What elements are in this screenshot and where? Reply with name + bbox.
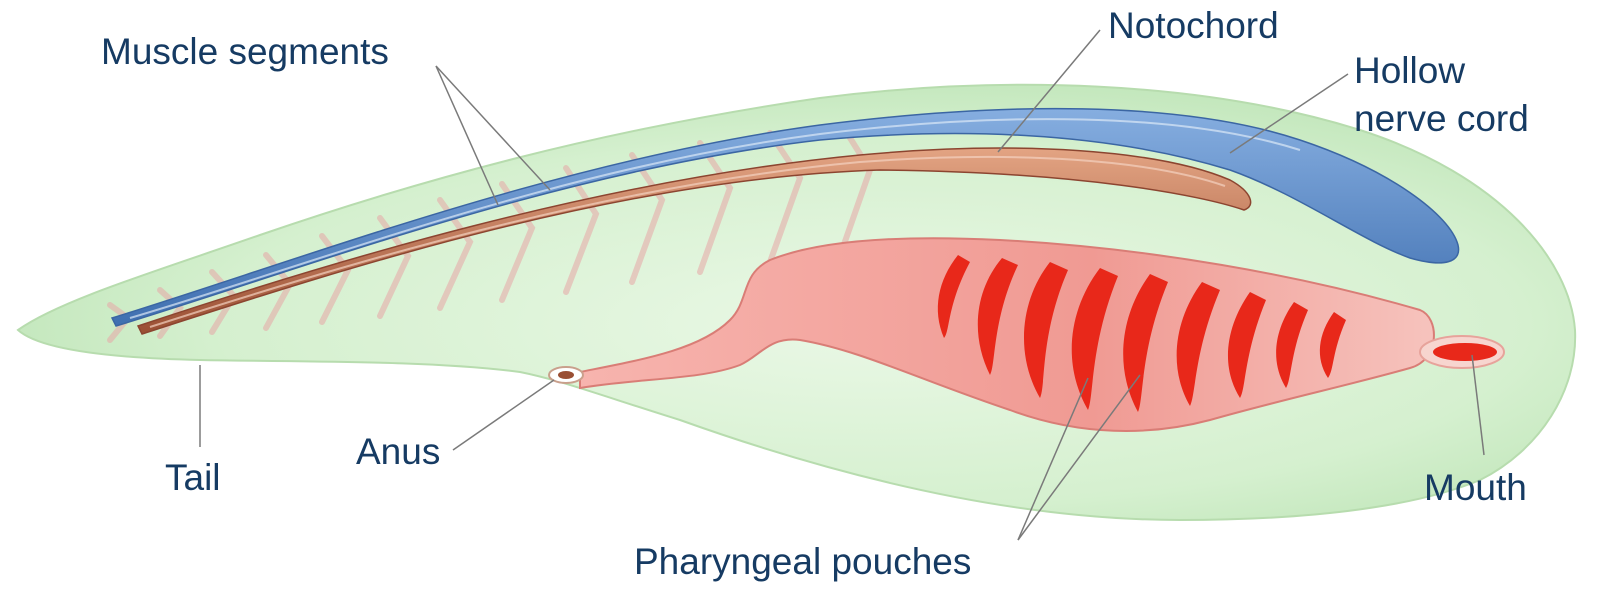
mouth-label: Mouth <box>1424 466 1527 510</box>
muscle-segments-label: Muscle segments <box>101 30 389 74</box>
pharyngeal-pouches-label: Pharyngeal pouches <box>634 540 971 584</box>
hollow-nerve-cord-label-line1: Hollow <box>1354 48 1465 94</box>
notochord-label: Notochord <box>1108 4 1279 48</box>
hollow-nerve-cord-label-line2: nerve cord <box>1354 96 1529 142</box>
tail-label: Tail <box>165 456 221 500</box>
mouth-opening <box>1420 336 1504 368</box>
anus-label: Anus <box>356 430 440 474</box>
